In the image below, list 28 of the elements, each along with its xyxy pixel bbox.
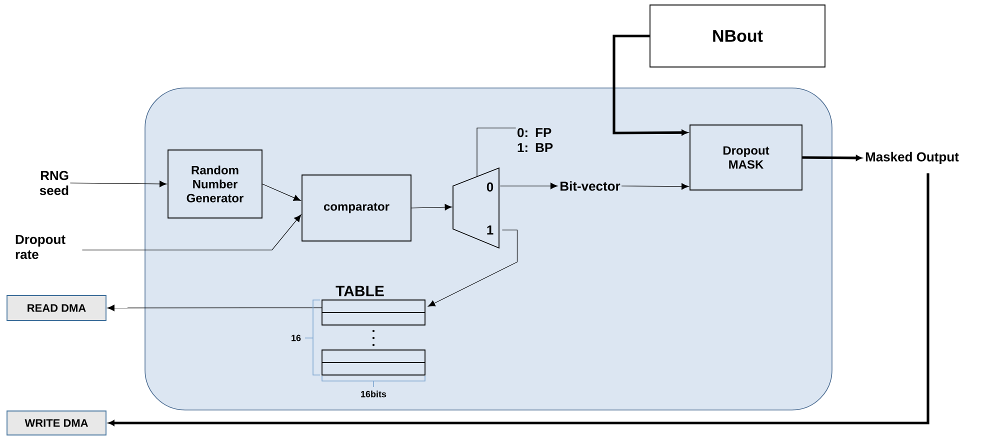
dimension-label: 16	[292, 334, 301, 342]
input-label: Dropout rate	[16, 234, 66, 260]
arrow	[621, 183, 689, 190]
mask-box: Dropout MASK	[690, 124, 802, 190]
select-note: 0: FP 1: BP	[518, 128, 553, 152]
arrow	[70, 180, 167, 188]
input-label: RNG seed	[40, 170, 68, 196]
generator-box: Random Number Generator	[168, 150, 262, 218]
dma-box: WRITE DMA	[6, 410, 106, 436]
table-drawing: TABLE	[322, 286, 426, 376]
arrow	[82, 214, 302, 250]
arrow	[612, 34, 688, 136]
multiplexer: 0 1	[452, 167, 500, 249]
arrow	[108, 173, 930, 426]
arrow	[262, 184, 301, 201]
arrow	[107, 304, 322, 312]
dma-box: READ DMA	[6, 295, 106, 321]
dimension-label: 16bits	[361, 390, 386, 398]
arrow	[500, 182, 558, 190]
arrow	[428, 230, 518, 307]
system-panel	[144, 88, 832, 410]
comparator-box: comparator	[302, 174, 412, 242]
node-label: TABLE	[336, 286, 384, 296]
arrow	[411, 204, 452, 210]
arrow	[802, 155, 862, 161]
signal-label: Bit-vector	[560, 181, 620, 191]
output-box: NBout	[650, 4, 826, 68]
output-label: Masked Output	[866, 152, 959, 164]
